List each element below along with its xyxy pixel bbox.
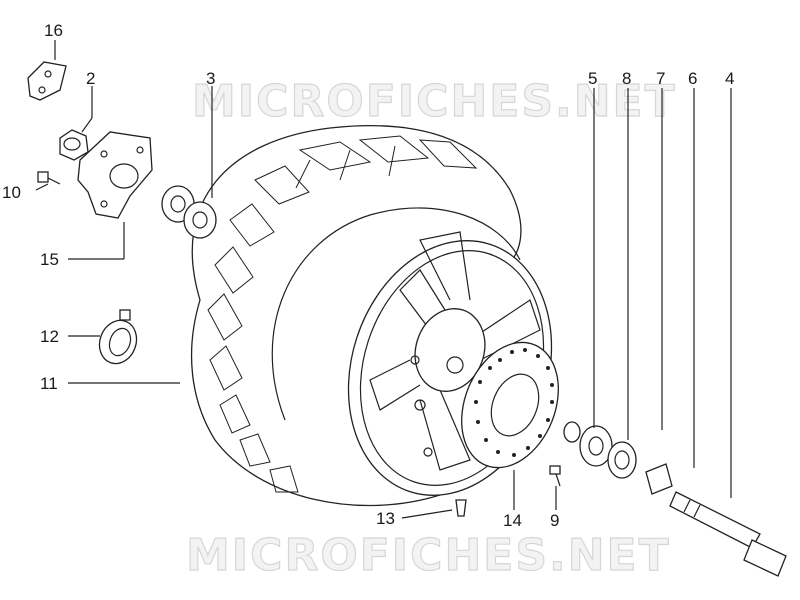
bolt-icon [37,171,61,185]
spacer-icon [563,421,581,443]
watermark-top: MICROFICHES.NET [192,76,677,127]
callout-14: 14 [503,511,522,530]
brake-disc-icon [461,341,559,469]
wheel-axle-icon [669,491,787,577]
callout-7: 7 [656,69,665,88]
seal-ring-icon [607,441,637,479]
bearing-icon [579,425,613,467]
callout-6: 6 [688,69,697,88]
callout-3: 3 [206,69,215,88]
disc-bolt-icon [549,465,561,487]
callout-labels: 16 2 3 5 8 7 6 4 10 15 12 11 13 14 9 [2,21,734,530]
callout-10: 10 [2,183,21,202]
leader-lines [35,40,732,519]
callout-16: 16 [44,21,63,40]
tire-rim-icon [190,125,553,507]
bushing-icon [645,463,673,495]
callout-11: 11 [40,374,58,393]
nut-icon [59,129,89,161]
callout-2: 2 [86,69,95,88]
tire-valve-icon [455,499,467,517]
speedometer-drive-ring-icon [98,309,138,365]
callout-4: 4 [725,69,734,88]
callout-12: 12 [40,327,59,346]
bearing-pair-icon [161,185,217,239]
callout-15: 15 [40,250,59,269]
callout-13: 13 [376,509,395,528]
bracket-clip-icon [27,61,67,101]
watermark-bottom: MICROFICHES.NET [186,530,671,581]
wheel-hub-icon [77,131,153,219]
callout-9: 9 [550,511,559,530]
callout-8: 8 [622,69,631,88]
callout-5: 5 [588,69,597,88]
